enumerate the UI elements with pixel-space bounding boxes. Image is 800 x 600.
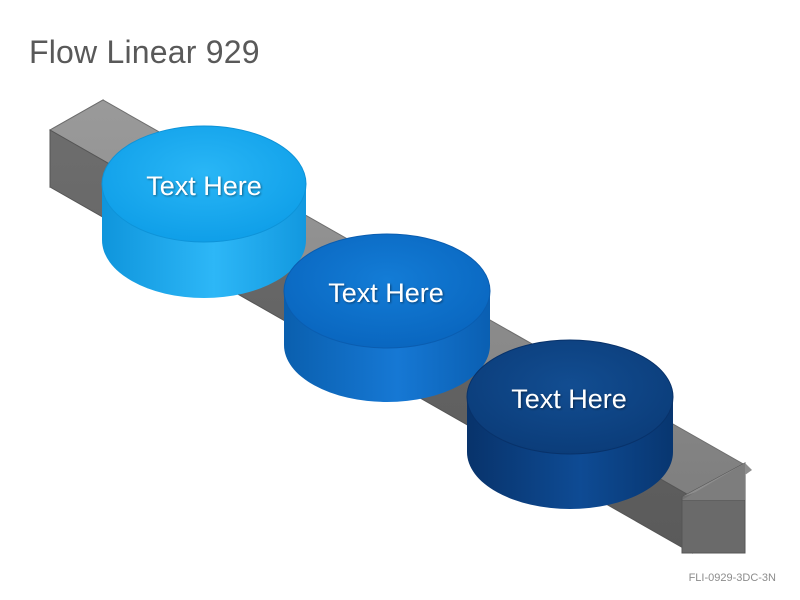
step-disc-3 bbox=[466, 339, 674, 509]
step-disc-2 bbox=[283, 233, 491, 402]
step-label-3: Text Here bbox=[511, 384, 627, 414]
step-disc-1 bbox=[101, 125, 307, 298]
step-label-1: Text Here bbox=[146, 171, 262, 201]
step-label-2: Text Here bbox=[328, 278, 444, 308]
slide-code: FLI-0929-3DC-3N bbox=[688, 572, 776, 584]
slide-title: Flow Linear 929 bbox=[29, 34, 260, 70]
